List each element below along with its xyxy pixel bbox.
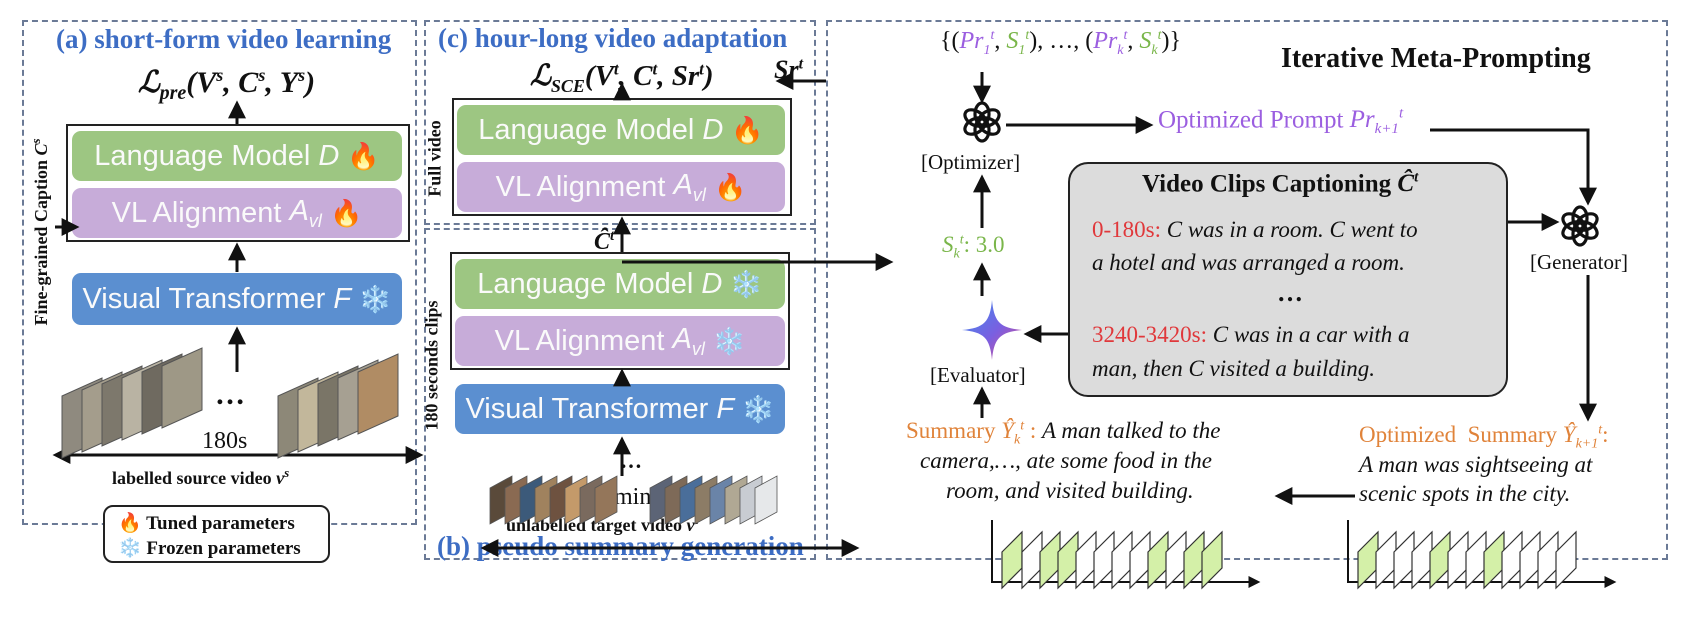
fire-icon: 🔥 xyxy=(347,140,380,171)
panel-a-side-label: Fine-grained Caption Cs xyxy=(28,138,51,326)
openai-logo-icon xyxy=(960,100,1004,144)
meta-optimizer-label: [Optimizer] xyxy=(921,150,1021,174)
legend-box xyxy=(103,505,330,563)
evaluator-star-icon xyxy=(960,298,1024,362)
panel-a-vl-alignment: VL Alignment Avl 🔥 xyxy=(72,188,402,238)
clip1-text2: a hotel and was arranged a room. xyxy=(1092,250,1405,275)
snowflake-icon: ❄️ xyxy=(742,393,775,424)
legend-tuned: 🔥 Tuned parameters xyxy=(118,511,295,535)
panel-b-side-label: 180 seconds clips xyxy=(421,300,442,431)
panel-c-loss: ℒSCE(Vt, Ct, Srt) xyxy=(530,59,714,96)
fire-icon: 🔥 xyxy=(329,197,363,228)
snowflake-icon: ❄️ xyxy=(118,538,142,559)
clip1: 0-180s: C was in a room. C went to xyxy=(1092,217,1418,243)
panel-c-language-model: Language Model D 🔥 xyxy=(457,105,785,155)
meta-evaluator-label: [Evaluator] xyxy=(930,363,1026,387)
panel-a-loss: ℒpre(Vs, Cs, Ys) xyxy=(138,65,316,104)
clip1-text: C was in a room. C went to xyxy=(1166,217,1418,242)
panel-b-ellipsis: … xyxy=(620,448,642,473)
panel-c-incoming: Srt xyxy=(774,55,804,84)
meta-history: {(Pr1t, S1t), …, (Prkt, Skt)} xyxy=(940,28,1182,58)
snowflake-icon: ❄️ xyxy=(359,283,392,314)
summary-text2: camera,…, ate some food in the xyxy=(920,448,1212,473)
summary-text1: A man talked to the xyxy=(1042,418,1221,443)
snowflake-icon: ❄️ xyxy=(730,268,763,299)
legend-frozen: ❄️ Frozen parameters xyxy=(118,536,301,560)
panel-c-side-label: Full video xyxy=(424,120,445,197)
summary: Summary Ŷkt : A man talked to the xyxy=(906,418,1221,448)
panel-a-language-model: Language Model D 🔥 xyxy=(72,131,402,181)
legend-tuned-label: Tuned parameters xyxy=(146,513,295,534)
clip2-time: 3240-3420s: xyxy=(1092,322,1207,347)
optimized-summary: Optimized Summary Ŷk+1t: xyxy=(1359,422,1609,452)
panel-b-vl-alignment: VL Alignment Avl ❄️ xyxy=(455,316,785,366)
panel-a-ellipsis: … xyxy=(215,378,245,411)
legend-frozen-label: Frozen parameters xyxy=(146,538,301,559)
panel-a-video-label: labelled source video vs xyxy=(112,465,290,488)
fire-icon: 🔥 xyxy=(731,114,764,145)
panel-b-caption-symbol: Ĉt xyxy=(594,228,615,255)
fire-icon: 🔥 xyxy=(118,513,142,534)
clip2: 3240-3420s: C was in a car with a xyxy=(1092,322,1410,348)
meta-title: Iterative Meta-Prompting xyxy=(1281,43,1591,74)
clip-ellipsis: … xyxy=(1277,278,1303,307)
openai-logo-icon xyxy=(1558,204,1602,248)
panel-b-duration: 57min xyxy=(590,484,652,510)
meta-optimized-prompt: Optimized Prompt Prk+1t xyxy=(1158,106,1404,138)
panel-a-title: (a) short-form video learning xyxy=(56,24,392,54)
panel-b-title: (b) pseudo summary generation xyxy=(437,531,804,561)
panel-b-language-model: Language Model D ❄️ xyxy=(455,259,785,309)
optimized-summary-text2: scenic spots in the city. xyxy=(1359,481,1571,506)
panel-a-frame xyxy=(66,124,410,242)
panel-a-visual-transformer: Visual Transformer F ❄️ xyxy=(72,273,402,325)
snowflake-icon: ❄️ xyxy=(712,325,746,356)
panel-c-vl-alignment: VL Alignment Avl 🔥 xyxy=(457,162,785,212)
panel-a-duration: 180s xyxy=(202,428,248,454)
panel-b-visual-transformer: Visual Transformer F ❄️ xyxy=(455,384,785,434)
fire-icon: 🔥 xyxy=(713,171,747,202)
summary-text3: room, and visited building. xyxy=(946,478,1194,503)
clip2-text: C was in a car with a xyxy=(1212,322,1410,347)
meta-score: Skt: 3.0 xyxy=(942,232,1005,262)
clip2-text2: man, then C visited a building. xyxy=(1092,356,1376,381)
panel-c-title: (c) hour-long video adaptation xyxy=(438,23,788,53)
optimized-summary-text1: A man was sightseeing at xyxy=(1359,452,1593,477)
clips-title: Video Clips Captioning Ĉt xyxy=(1142,170,1419,198)
meta-generator-label: [Generator] xyxy=(1530,250,1628,274)
clip1-time: 0-180s: xyxy=(1092,217,1161,242)
